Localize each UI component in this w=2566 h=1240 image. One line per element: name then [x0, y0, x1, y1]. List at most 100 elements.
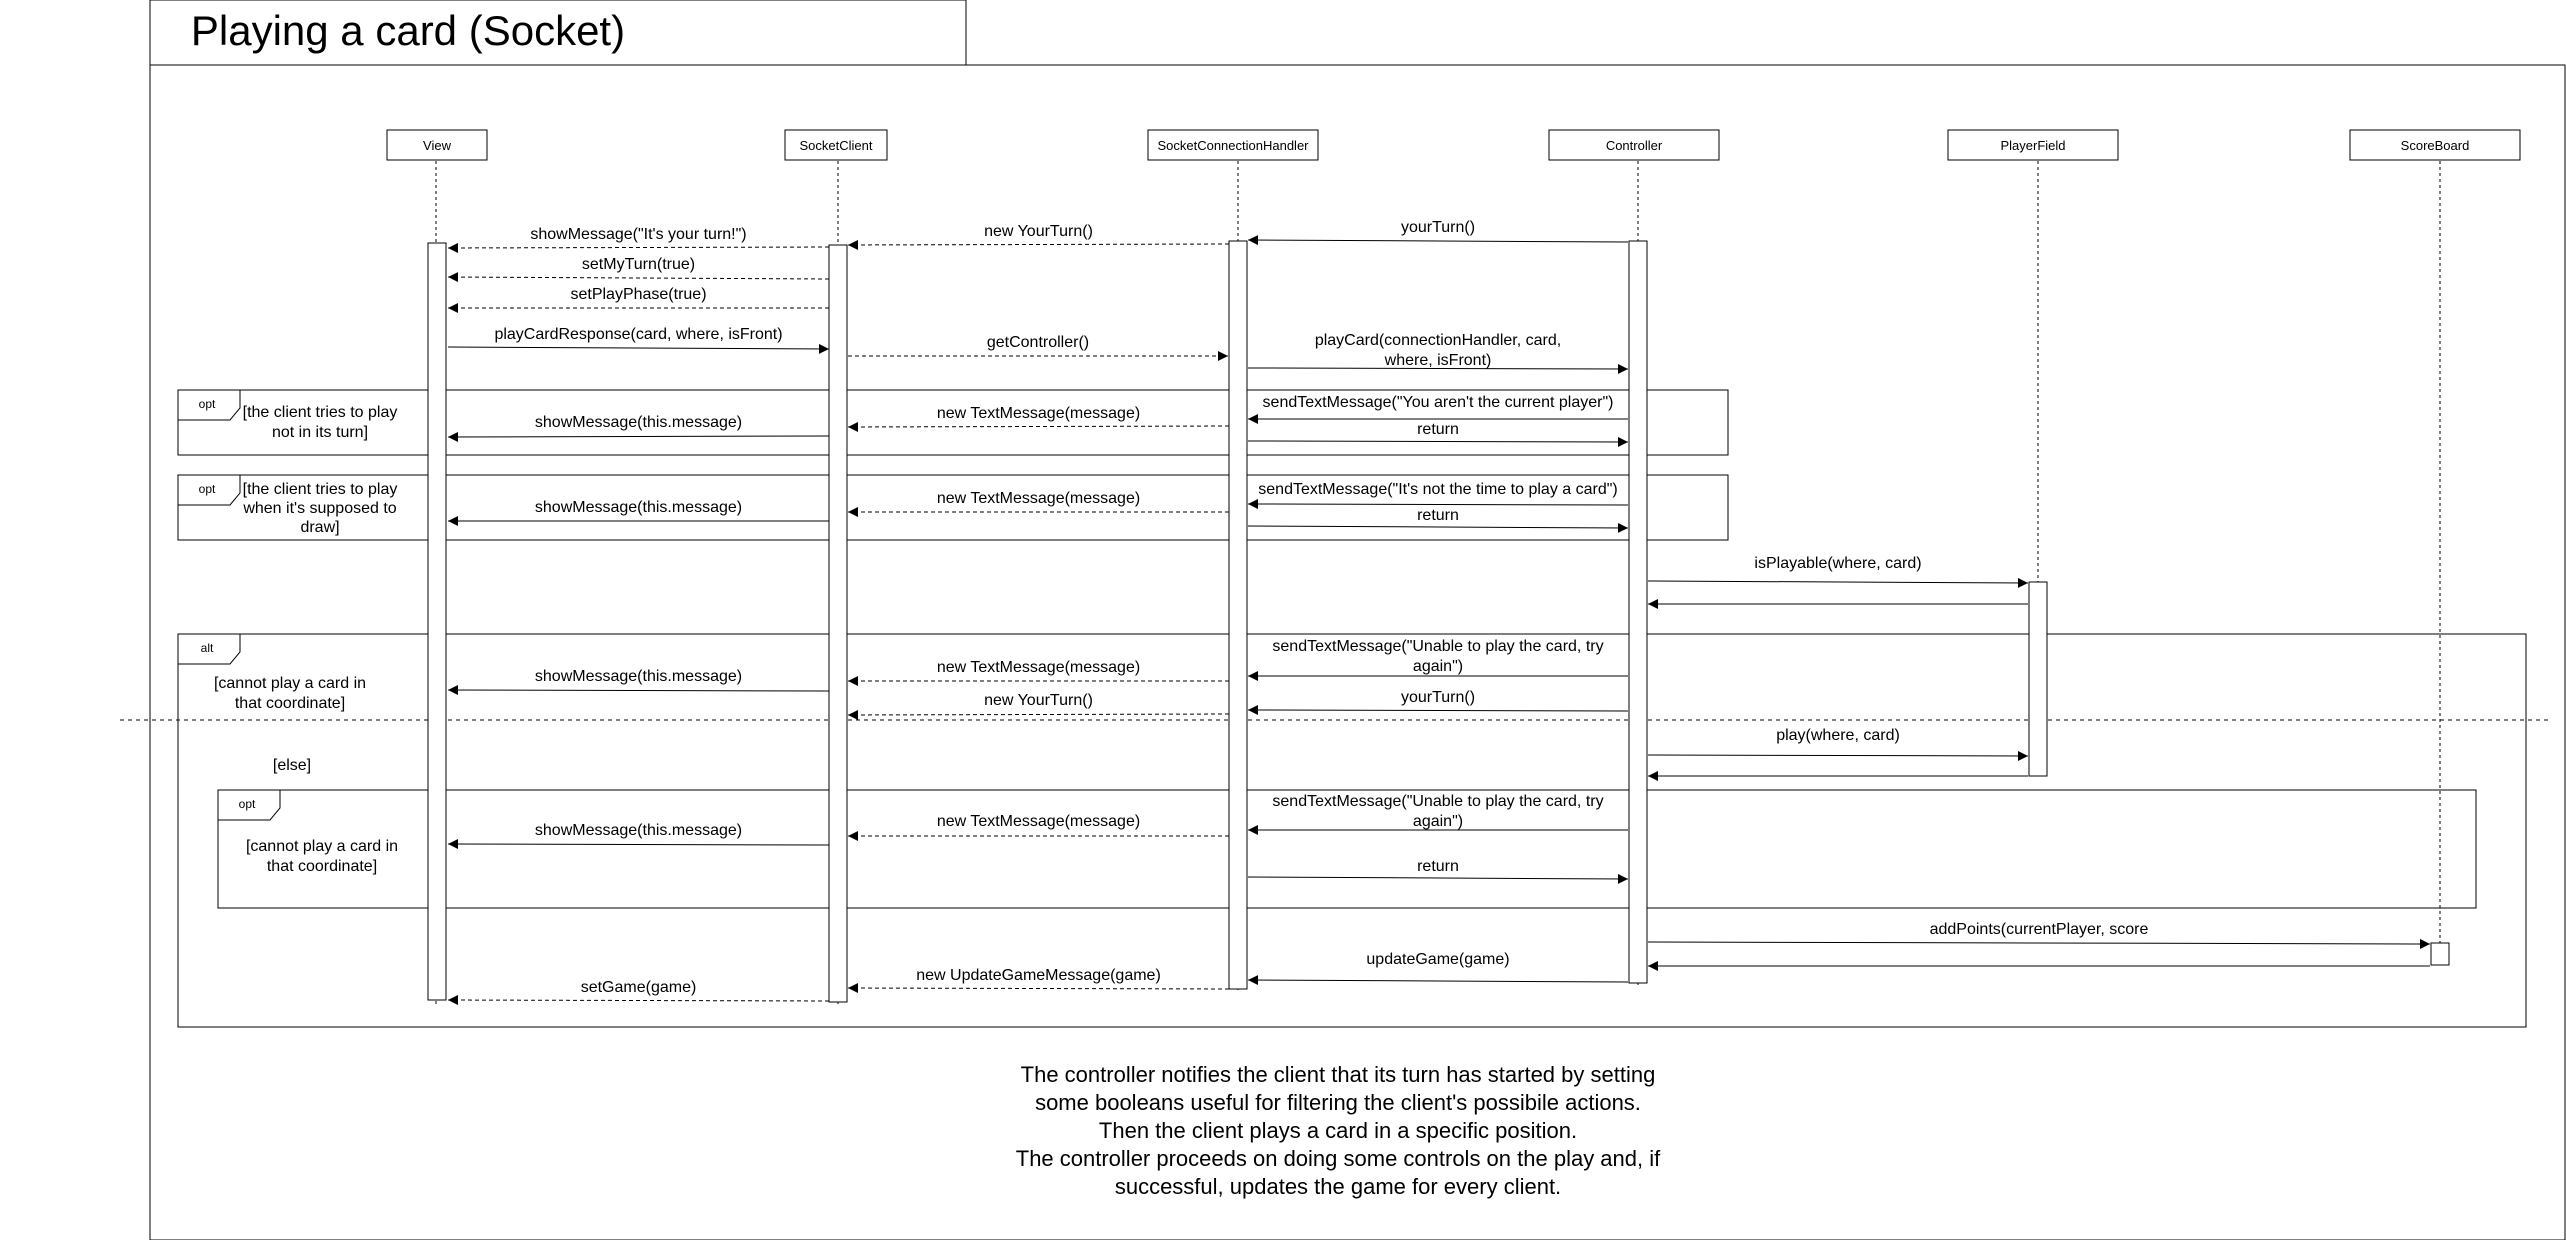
svg-text:not in its turn]: not in its turn] — [272, 424, 368, 441]
message-arrow: showMessage(this.message) — [447, 822, 830, 850]
message-label: addPoints(currentPlayer, score — [1930, 921, 2149, 938]
message-arrow: showMessage(this.message) — [448, 499, 829, 526]
message-label: showMessage("It's your turn!") — [530, 226, 746, 243]
svg-text:View: View — [423, 138, 452, 153]
svg-text:[else]: [else] — [273, 757, 311, 774]
activation-socket-client — [828, 244, 848, 1003]
message-label: sendTextMessage("You aren't the current … — [1263, 394, 1614, 411]
participant-socket-client: SocketClient — [784, 129, 888, 161]
activations — [427, 240, 2450, 1003]
message-label: new YourTurn() — [984, 223, 1093, 240]
participant-socket-connection-handler: SocketConnectionHandler — [1147, 129, 1319, 161]
message-label: setGame(game) — [581, 979, 697, 996]
message-arrow: setMyTurn(true) — [447, 256, 830, 283]
svg-text:when it's supposed to: when it's supposed to — [242, 500, 396, 517]
svg-text:opt: opt — [239, 797, 256, 811]
message-label: sendTextMessage("It's not the time to pl… — [1258, 481, 1617, 498]
message-arrow: return — [1247, 421, 1629, 447]
svg-text:that coordinate]: that coordinate] — [235, 695, 345, 712]
fragment-alt: alt [cannot play a card in that coordina… — [120, 633, 2550, 1028]
message-label: yourTurn() — [1401, 689, 1475, 706]
message-arrow: sendTextMessage("It's not the time to pl… — [1247, 481, 1629, 510]
note-line: The controller proceeds on doing some co… — [1016, 1146, 1661, 1171]
svg-text:Controller: Controller — [1606, 138, 1663, 153]
svg-text:SocketClient: SocketClient — [800, 138, 873, 153]
message-arrow: sendTextMessage("You aren't the current … — [1248, 394, 1628, 424]
message-label: showMessage(this.message) — [535, 499, 742, 516]
message-arrow: showMessage("It's your turn!") — [447, 226, 830, 253]
message-arrow: new YourTurn() — [847, 692, 1230, 720]
activation-scoreboard — [2430, 942, 2450, 966]
svg-text:opt: opt — [199, 397, 216, 411]
message-arrow: playCard(connectionHandler, card,where, … — [1247, 332, 1629, 374]
note-line: Then the client plays a card in a specif… — [1099, 1118, 1577, 1143]
message-label: return — [1417, 507, 1459, 524]
message-label: new TextMessage(message) — [937, 813, 1140, 830]
message-label: playCardResponse(card, where, isFront) — [494, 326, 782, 343]
message-arrow: new TextMessage(message) — [848, 659, 1229, 686]
message-arrow: playCardResponse(card, where, isFront) — [447, 326, 830, 354]
message-label: updateGame(game) — [1366, 951, 1509, 968]
svg-text:[the client tries to play: [the client tries to play — [243, 481, 398, 498]
fragment-opt-not-in-turn: opt [the client tries to play not in its… — [177, 389, 1729, 456]
note-line: successful, updates the game for every c… — [1115, 1174, 1561, 1199]
message-arrow: setGame(game) — [447, 979, 830, 1006]
message-arrow: sendTextMessage("Unable to play the card… — [1248, 793, 1628, 835]
message-arrow: showMessage(this.message) — [447, 414, 830, 442]
svg-text:[the client tries to play: [the client tries to play — [243, 404, 398, 421]
message-arrow: return — [1247, 858, 1629, 884]
message-label: sendTextMessage("Unable to play the card… — [1272, 638, 1603, 655]
diagram-title: Playing a card (Socket) — [191, 7, 625, 54]
participant-player-field: PlayerField — [1947, 129, 2119, 161]
message-arrow: play(where, card) — [1647, 727, 2029, 761]
fragment-opt-else-cannot-play: opt [cannot play a card in that coordina… — [217, 789, 2477, 909]
message-label: showMessage(this.message) — [535, 822, 742, 839]
message-arrow: setPlayPhase(true) — [448, 286, 829, 313]
title-box — [149, 0, 967, 66]
svg-text:ScoreBoard: ScoreBoard — [2401, 138, 2470, 153]
message-arrow: new TextMessage(message) — [847, 405, 1230, 432]
participant-controller: Controller — [1548, 129, 1720, 161]
diagram-frame — [149, 64, 2566, 1240]
note-line: some booleans useful for filtering the c… — [1035, 1090, 1641, 1115]
message-label: new TextMessage(message) — [937, 490, 1140, 507]
messages: yourTurn() new YourTurn() showMessage("It'… — [447, 219, 2431, 1006]
svg-text:draw]: draw] — [300, 519, 339, 536]
message-arrow: sendTextMessage("Unable to play the card… — [1248, 638, 1628, 681]
activation-view — [427, 242, 447, 1001]
message-arrow: yourTurn() — [1247, 219, 1629, 246]
svg-text:opt: opt — [199, 482, 216, 496]
activation-socket-connection-handler — [1228, 240, 1248, 990]
message-label: isPlayable(where, card) — [1754, 555, 1921, 572]
message-arrow: updateGame(game) — [1247, 951, 1629, 986]
message-label: new YourTurn() — [984, 692, 1093, 709]
message-arrow: return — [1247, 507, 1629, 533]
message-label: again") — [1413, 813, 1463, 830]
message-label: again") — [1413, 658, 1463, 675]
fragment-opt-draw-phase: opt [the client tries to play when it's … — [177, 474, 1729, 541]
message-label: new UpdateGameMessage(game) — [916, 967, 1161, 984]
message-label: yourTurn() — [1401, 219, 1475, 236]
svg-text:that coordinate]: that coordinate] — [267, 858, 377, 875]
message-arrow: yourTurn() — [1247, 689, 1629, 716]
participant-view: View — [386, 129, 488, 161]
note-line: The controller notifies the client that … — [1021, 1062, 1656, 1087]
svg-text:PlayerField: PlayerField — [2000, 138, 2065, 153]
svg-text:SocketConnectionHandler: SocketConnectionHandler — [1157, 138, 1309, 153]
message-arrow: addPoints(currentPlayer, score — [1647, 921, 2431, 949]
message-label: sendTextMessage("Unable to play the card… — [1272, 793, 1603, 810]
activation-player-field — [2028, 581, 2048, 777]
message-label: showMessage(this.message) — [535, 414, 742, 431]
message-arrow: new TextMessage(message) — [848, 813, 1229, 841]
svg-text:alt: alt — [201, 641, 214, 655]
svg-text:[cannot play a card in: [cannot play a card in — [214, 675, 366, 692]
message-label: new TextMessage(message) — [937, 405, 1140, 422]
message-label: new TextMessage(message) — [937, 659, 1140, 676]
message-label: play(where, card) — [1776, 727, 1900, 744]
message-arrow: new YourTurn() — [847, 223, 1230, 250]
message-arrow: new TextMessage(message) — [848, 490, 1229, 517]
message-label: return — [1417, 421, 1459, 438]
message-label: where, isFront) — [1384, 352, 1492, 369]
participant-scoreboard: ScoreBoard — [2349, 129, 2521, 161]
